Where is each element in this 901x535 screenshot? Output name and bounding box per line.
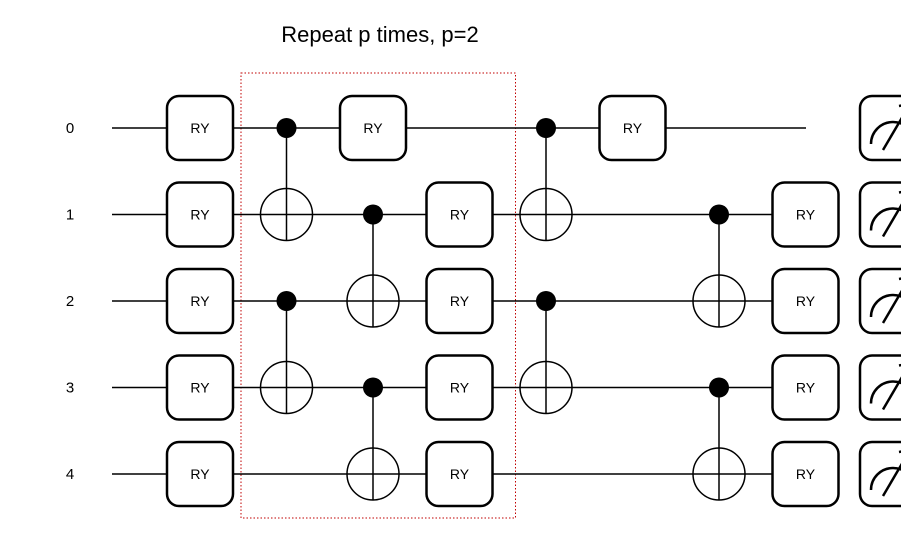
ry-gate: RY	[425, 267, 494, 335]
cnot-gate	[692, 204, 746, 328]
ry-gate: RY	[771, 440, 840, 508]
qubit-label-1: 1	[66, 207, 74, 224]
measurement-meter-icon	[858, 354, 901, 421]
measure-arc	[869, 466, 901, 491]
ry-gate-box	[425, 354, 494, 421]
measure-arc	[869, 207, 901, 231]
ry-gate-label: RY	[450, 207, 470, 223]
cnot-gate	[259, 118, 314, 242]
ry-gate-box	[425, 267, 494, 335]
ry-gate: RY	[338, 94, 408, 162]
measurement-meter-icon	[858, 440, 901, 508]
ry-gate-label: RY	[450, 293, 470, 309]
measure-arc	[869, 120, 901, 145]
ry-gate-label: RY	[363, 120, 383, 136]
ry-gate: RY	[425, 440, 494, 508]
ry-gate-label: RY	[190, 293, 210, 309]
cnot-control-dot	[536, 118, 556, 138]
ry-gate: RY	[425, 181, 494, 248]
ry-gate-label: RY	[190, 466, 210, 482]
ry-gate-label: RY	[190, 120, 210, 136]
ry-gate-label: RY	[796, 466, 816, 482]
ry-gate-box	[771, 440, 840, 508]
cnot-gate	[346, 204, 400, 328]
cnot-control-dot	[276, 118, 297, 138]
measure-needle	[881, 203, 901, 238]
ry-gate-label: RY	[450, 466, 470, 482]
qubit-label-3: 3	[66, 380, 74, 397]
qubit-label-2: 2	[66, 293, 74, 310]
ry-gate: RY	[425, 354, 494, 421]
ry-gate-box	[338, 94, 408, 162]
ry-gate-label: RY	[796, 293, 816, 309]
cnot-control-dot	[709, 204, 729, 225]
ry-gate: RY	[165, 354, 235, 421]
ry-gate-box	[165, 181, 235, 248]
ry-gate: RY	[771, 181, 840, 248]
cnot-control-dot	[363, 204, 383, 225]
cnot-control-dot	[536, 291, 556, 311]
diagram-title: Repeat p times, p=2	[281, 22, 479, 47]
ry-gate-label: RY	[796, 380, 816, 396]
ry-gate-box	[425, 181, 494, 248]
cnot-gate	[519, 118, 573, 242]
measurement-meter-icon	[858, 181, 901, 248]
ry-gate-box	[425, 440, 494, 508]
measurement-meter-icon	[858, 267, 901, 335]
repeat-block-frame	[240, 72, 516, 519]
ry-gate-box	[165, 354, 235, 421]
ry-gate: RY	[165, 181, 235, 248]
ry-gate-label: RY	[623, 120, 643, 136]
measure-needle	[881, 462, 901, 497]
ry-gate-label: RY	[190, 380, 210, 396]
measure-needle	[881, 289, 901, 324]
cnot-gate	[346, 377, 400, 501]
ry-gate-box	[165, 94, 235, 162]
qubit-label-4: 4	[66, 466, 74, 483]
ry-gate-box	[771, 354, 840, 421]
qubit-label-0: 0	[66, 120, 74, 137]
ry-gate-box	[598, 94, 667, 162]
ry-gate: RY	[771, 267, 840, 335]
cnot-control-dot	[363, 377, 383, 398]
cnot-gate	[519, 291, 573, 415]
ry-gate-label: RY	[190, 207, 210, 223]
cnot-control-dot	[276, 291, 297, 311]
ry-gate-label: RY	[450, 380, 470, 396]
measure-arc	[869, 380, 901, 404]
ry-gate-box	[165, 267, 235, 335]
ry-gate: RY	[165, 440, 235, 508]
ry-gate-label: RY	[796, 207, 816, 223]
ry-gate: RY	[771, 354, 840, 421]
cnot-gate	[692, 377, 746, 501]
ry-gate-box	[771, 267, 840, 335]
measurement-meter-icon	[858, 94, 901, 162]
ry-gate: RY	[165, 267, 235, 335]
measure-arc	[869, 293, 901, 318]
ry-gate-box	[165, 440, 235, 508]
cnot-gate	[259, 291, 314, 415]
measure-needle	[881, 376, 901, 411]
ry-gate: RY	[165, 94, 235, 162]
ry-gate: RY	[598, 94, 667, 162]
cnot-control-dot	[709, 377, 729, 398]
measure-needle	[881, 116, 901, 151]
ry-gate-box	[771, 181, 840, 248]
